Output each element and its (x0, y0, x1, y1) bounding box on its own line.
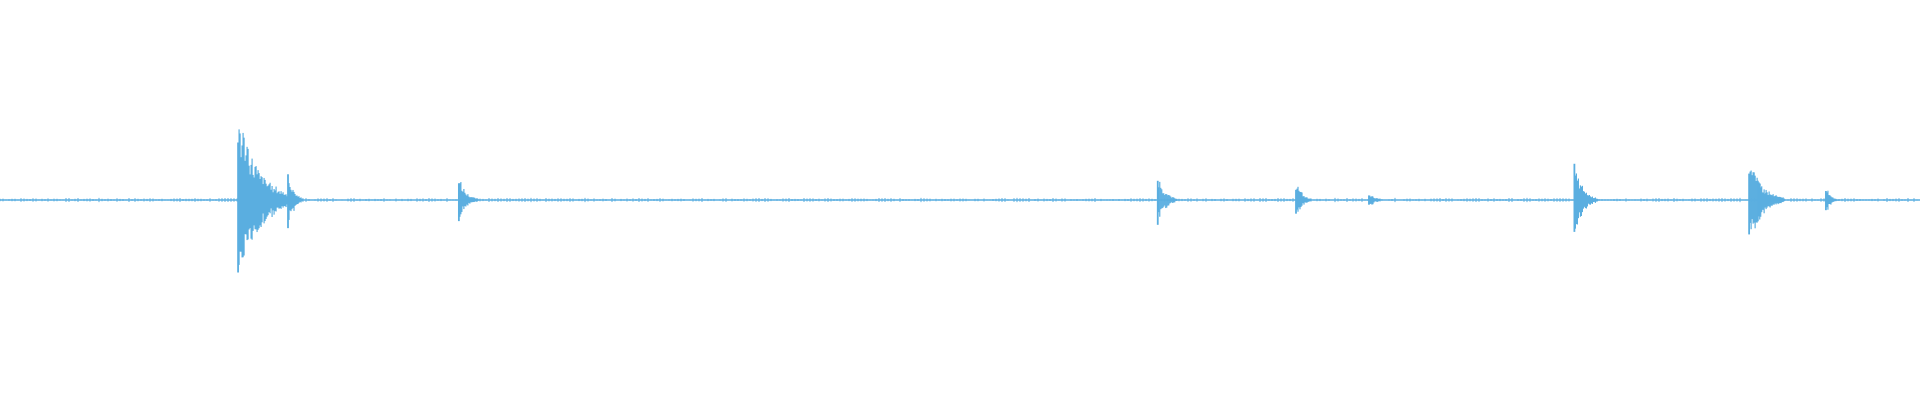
waveform-peaks (0, 129, 1918, 273)
